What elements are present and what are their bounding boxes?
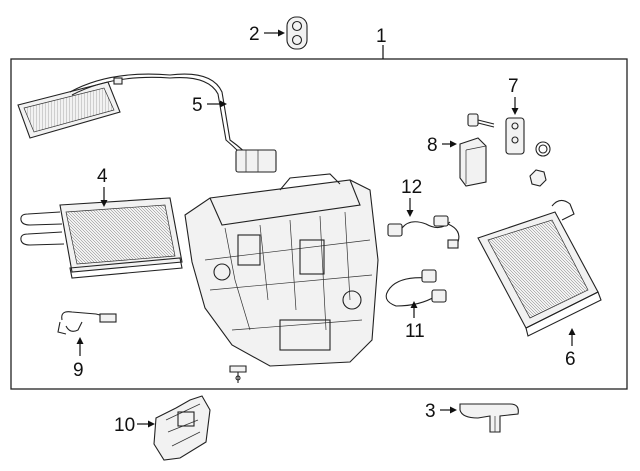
callout-9: 9 [73,360,84,381]
arrowhead-9 [76,337,84,344]
callout-3: 3 [425,401,436,422]
arrowhead-4 [100,200,108,207]
temp-sensor-part [57,311,117,335]
drain-hose-part [459,403,519,433]
callout-1: 1 [376,26,387,47]
callout-7: 7 [508,76,519,97]
bolt-part [467,113,495,128]
arrowhead-5 [220,100,227,108]
arrowhead-6 [568,328,576,335]
expansion-valve-part [505,117,551,187]
sensor-harness-11-part [385,269,447,307]
callout-4: 4 [97,166,108,187]
grommet-part [286,16,308,50]
callout-10: 10 [114,415,135,436]
arrowhead-3 [450,406,457,414]
sensor-harness-12-part [387,215,460,249]
callout-6: 6 [565,349,576,370]
actuator-part [153,395,211,461]
arrowhead-10 [148,420,155,428]
ptc-heater-part [17,73,277,173]
callout-8: 8 [427,135,438,156]
callout-2: 2 [249,24,260,45]
arrowhead-2 [278,29,285,37]
hvac-case-part [184,173,379,367]
arrowhead-11 [410,301,418,308]
screw-part [229,365,247,383]
arrowhead-12 [406,210,414,217]
heater-core-part [20,197,183,279]
callout-12: 12 [401,177,422,198]
callout-11: 11 [405,321,425,342]
evaporator-part [477,199,602,337]
callout-5: 5 [192,95,203,116]
bracket-part [459,137,487,187]
assembly-frame [10,58,628,390]
arrowhead-8 [450,140,457,148]
arrowhead-7 [511,108,519,115]
